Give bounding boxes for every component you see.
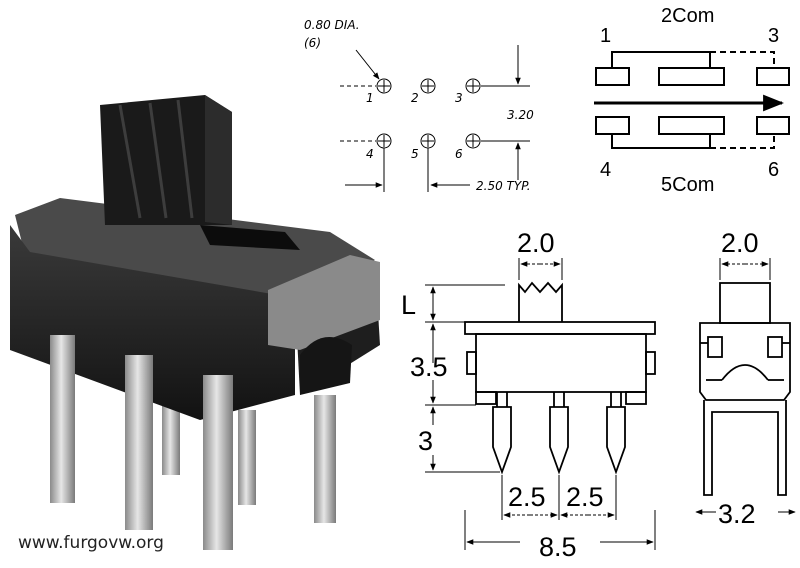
front-actuator-height: L — [401, 290, 416, 320]
pin-number-3: 3 — [455, 91, 463, 105]
hole-5 — [420, 133, 436, 149]
pin-number-5: 5 — [411, 147, 419, 161]
front-view-drawing — [425, 258, 656, 550]
front-pitch-right: 2.5 — [566, 482, 604, 512]
side-pin-spacing: 3.2 — [718, 499, 756, 529]
hole-diameter-label: 0.80 DIA. — [304, 18, 360, 32]
actuator-slot — [200, 225, 300, 250]
clamp-notch — [300, 337, 352, 395]
front-overall-length: 8.5 — [539, 532, 577, 562]
metal-clamp — [268, 255, 380, 350]
bottom-bridge-alt — [710, 134, 775, 149]
side-body — [699, 322, 791, 401]
contact-1 — [595, 67, 630, 86]
schematic-pin-4: 4 — [600, 159, 611, 181]
contact-6 — [756, 116, 790, 135]
front-pitch-left: 2.5 — [508, 482, 546, 512]
hole-6 — [465, 133, 481, 149]
pin-number-1: 1 — [366, 91, 374, 105]
front-actuator — [518, 281, 563, 322]
schematic-pin-3: 3 — [768, 25, 779, 47]
schematic-pin-1: 1 — [600, 25, 611, 47]
front-actuator-width: 2.0 — [517, 228, 555, 258]
schematic-top-label: 2Com — [661, 5, 714, 27]
col-pitch-label: 2.50 TYP. — [476, 179, 531, 193]
footprint-drawing — [340, 45, 530, 192]
body-front — [10, 225, 295, 420]
contact-5 — [658, 116, 725, 135]
hole-4 — [376, 133, 392, 149]
watermark-text: www.furgovw.org — [18, 533, 164, 553]
hole-count-label: (6) — [304, 36, 321, 50]
side-actuator — [719, 282, 771, 324]
actuator-side — [205, 95, 232, 225]
side-view-drawing — [695, 258, 796, 515]
schematic-bottom-label: 5Com — [661, 174, 714, 196]
back-pin — [314, 395, 336, 523]
front-pin — [50, 335, 75, 503]
front-pin — [125, 355, 153, 530]
front-pin-middle — [549, 392, 569, 475]
hole-2 — [420, 78, 436, 94]
top-bridge-alt — [710, 51, 775, 68]
actuator — [100, 95, 232, 225]
hole-1 — [376, 78, 392, 94]
front-pin — [203, 375, 233, 550]
side-actuator-width: 2.0 — [721, 228, 759, 258]
schematic-drawing — [594, 51, 790, 149]
contact-2 — [658, 67, 725, 86]
front-top-plate — [464, 321, 656, 335]
back-pin — [238, 410, 256, 505]
front-pin-left — [492, 392, 512, 475]
top-bridge — [611, 51, 711, 68]
front-body — [475, 333, 647, 393]
front-body-height: 3.5 — [410, 352, 448, 382]
side-leg-left — [703, 400, 787, 496]
hole-3 — [465, 78, 481, 94]
pin-number-2: 2 — [411, 91, 419, 105]
contact-4 — [595, 116, 630, 135]
pin-number-6: 6 — [455, 147, 463, 161]
bottom-bridge — [611, 134, 711, 149]
contact-3 — [756, 67, 790, 86]
front-pin-length: 3 — [418, 426, 433, 456]
switch-photo — [10, 95, 380, 550]
front-pin-right — [606, 392, 626, 475]
schematic-pin-6: 6 — [768, 159, 779, 181]
row-pitch-label: 3.20 — [507, 108, 534, 122]
pin-number-4: 4 — [366, 147, 374, 161]
